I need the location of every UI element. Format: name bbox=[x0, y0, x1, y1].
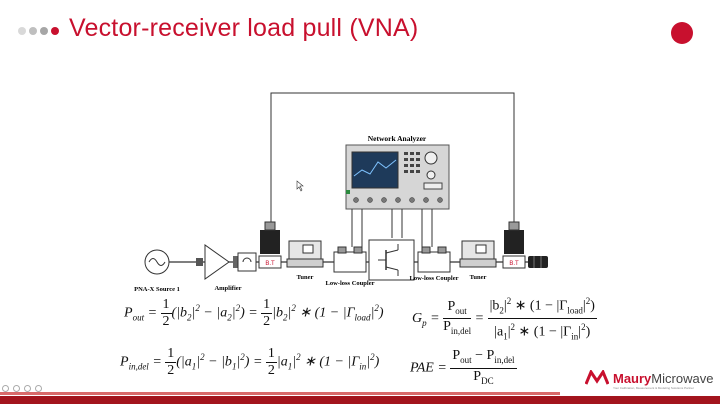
slide-title: Vector-receiver load pull (VNA) bbox=[69, 14, 419, 42]
footer-strip bbox=[0, 392, 560, 395]
load-termination bbox=[528, 256, 548, 268]
source-label: PNA-X Source 1 bbox=[134, 286, 180, 293]
tuner-left-label: Tuner bbox=[297, 274, 314, 281]
mouse-cursor-icon bbox=[296, 180, 304, 192]
network-analyzer-label: Network Analyzer bbox=[368, 134, 427, 143]
slide-nav-dots bbox=[18, 27, 59, 35]
load-pull-diagram: Network Analyzer PNA-X Source 1 Amplifie… bbox=[134, 92, 548, 293]
amplifier-icon bbox=[204, 244, 230, 280]
logo-tagline: Your Calibration, Measurement & Modeling… bbox=[613, 386, 694, 390]
prev-slide-icon[interactable] bbox=[2, 385, 9, 392]
nav-dot bbox=[51, 27, 59, 35]
corner-accent-dot bbox=[671, 22, 693, 44]
tuner-right-label: Tuner bbox=[470, 274, 487, 281]
logo-name-part1: Maury bbox=[613, 370, 652, 386]
coupler-right-label: Low-loss Coupler bbox=[410, 275, 459, 282]
pen-icon[interactable] bbox=[24, 385, 31, 392]
nav-dot bbox=[29, 27, 37, 35]
nav-dot bbox=[18, 27, 26, 35]
coupler-left bbox=[333, 251, 367, 273]
svg-text:B.T: B.T bbox=[265, 261, 275, 267]
dut-transistor bbox=[368, 239, 415, 281]
coupler-left-label: Low-loss Coupler bbox=[326, 280, 375, 287]
coupler-right bbox=[417, 251, 451, 273]
maury-logo-icon bbox=[585, 370, 609, 385]
logo-name-part2: Microwave bbox=[651, 370, 714, 386]
bias-tee-left bbox=[260, 230, 280, 254]
zoom-icon[interactable] bbox=[35, 385, 42, 392]
maury-microwave-logo: MauryMicrowave Your Calibration, Measure… bbox=[585, 370, 714, 390]
bias-tee-right bbox=[504, 230, 524, 254]
next-slide-icon[interactable] bbox=[13, 385, 20, 392]
amplifier-label: Amplifier bbox=[214, 285, 241, 292]
nav-dot bbox=[40, 27, 48, 35]
footer-bar bbox=[0, 396, 720, 404]
svg-text:B.T: B.T bbox=[509, 261, 519, 267]
slide-controls[interactable] bbox=[2, 385, 42, 392]
network-analyzer bbox=[345, 144, 450, 210]
